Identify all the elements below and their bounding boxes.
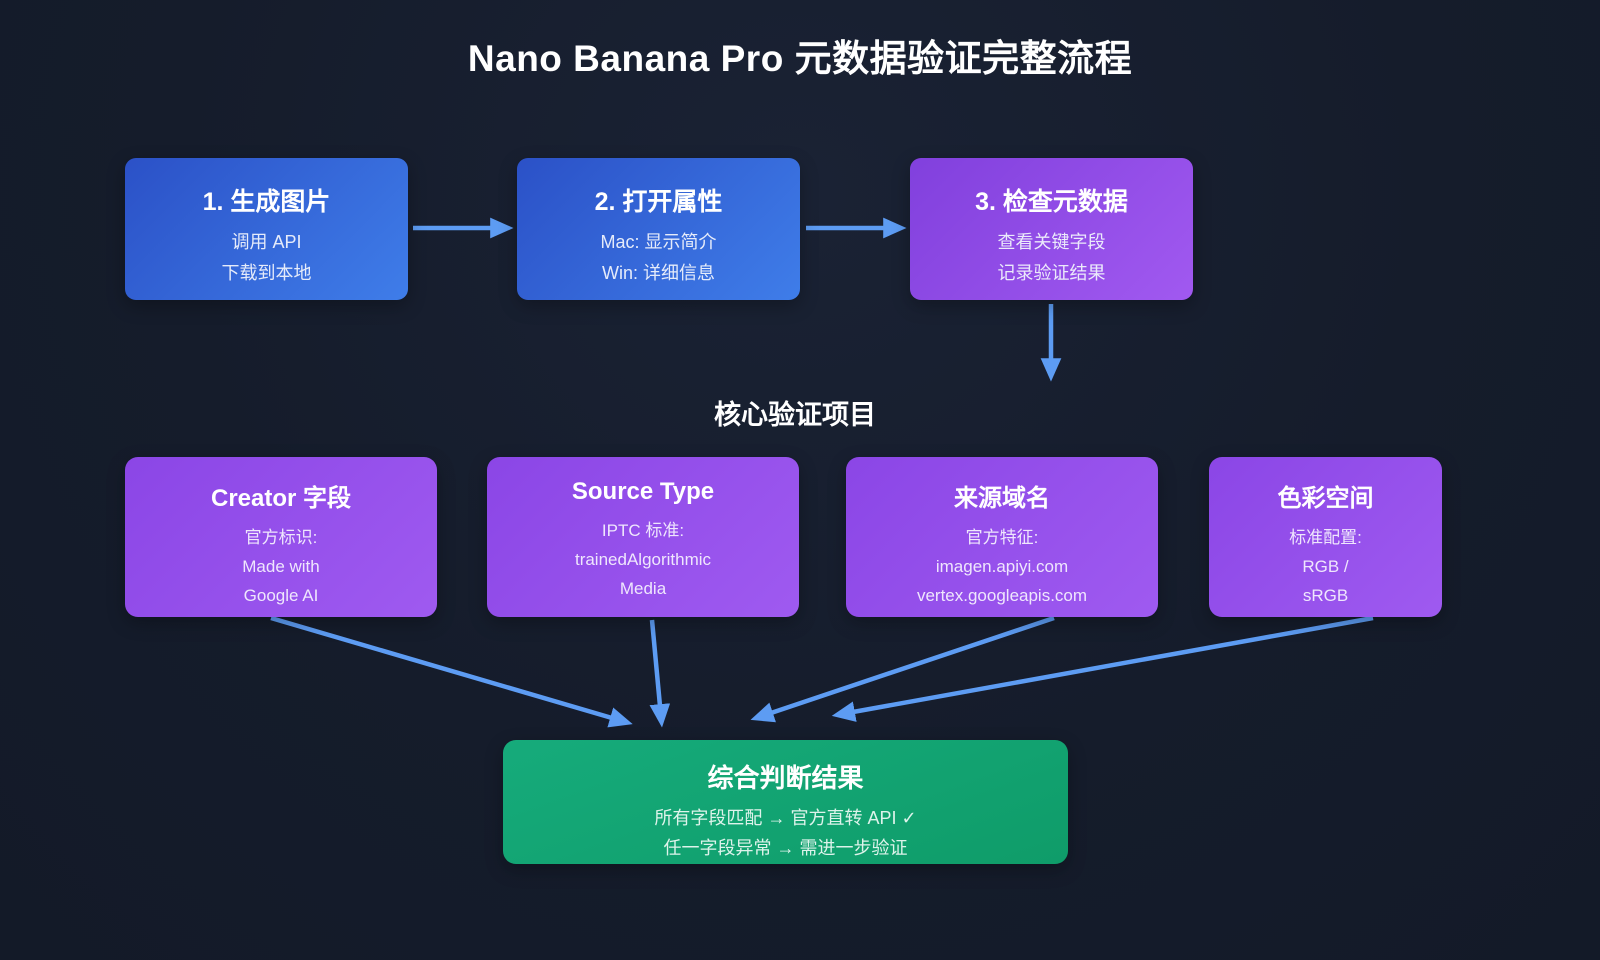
page-title: Nano Banana Pro 元数据验证完整流程: [467, 38, 1133, 79]
verify-line: vertex.googleapis.com: [916, 586, 1088, 605]
step-line: 查看关键字段: [997, 232, 1106, 252]
step-box-open-properties: 2. 打开属性 Mac: 显示简介 Win: 详细信息: [517, 158, 800, 300]
verify-title: 来源域名: [954, 485, 1050, 512]
step-title: 3. 检查元数据: [975, 188, 1128, 216]
verify-line: Google AI: [243, 586, 319, 605]
verify-box-source-domain: 来源域名 官方特征: imagen.apiyi.com vertex.googl…: [846, 457, 1158, 617]
arrow-sourcetype-to-result: [649, 619, 671, 728]
verify-title: Source Type: [571, 478, 715, 505]
result-box-final-judgement: 综合判断结果 所有字段匹配 → 官方直转 API ✓ 任一字段异常 → 需进一步…: [503, 740, 1068, 864]
verify-title: 色彩空间: [1277, 485, 1374, 512]
step-line: 下载到本地: [221, 263, 312, 283]
verify-line: Media: [619, 579, 667, 598]
result-line: 任一字段异常 → 需进一步验证: [663, 838, 908, 858]
arrow-colorspace-to-result: [831, 615, 1374, 722]
verify-line: 标准配置:: [1289, 528, 1362, 547]
verify-box-source-type: Source Type IPTC 标准: trainedAlgorithmic …: [487, 457, 799, 617]
step-title: 1. 生成图片: [202, 188, 331, 216]
verify-title: Creator 字段: [210, 485, 352, 512]
verify-line: 官方标识:: [244, 528, 318, 547]
arrow-creator-to-result: [270, 615, 633, 728]
verify-line: 官方特征:: [965, 528, 1039, 547]
verify-box-color-space: 色彩空间 标准配置: RGB / sRGB: [1209, 457, 1442, 617]
step-box-check-metadata: 3. 检查元数据 查看关键字段 记录验证结果: [910, 158, 1193, 300]
verify-line: trainedAlgorithmic: [574, 550, 712, 569]
section-title-core-verification: 核心验证项目: [714, 400, 876, 430]
step-line: 记录验证结果: [997, 263, 1106, 283]
verify-line: IPTC 标准:: [601, 521, 685, 540]
verify-line: sRGB: [1302, 586, 1349, 605]
verify-line: Made with: [242, 557, 320, 576]
result-line: 所有字段匹配 → 官方直转 API ✓: [654, 808, 917, 828]
verify-line: RGB /: [1302, 557, 1349, 576]
step-line: Win: 详细信息: [601, 263, 715, 283]
step-line: 调用 API: [231, 232, 302, 252]
verify-line: imagen.apiyi.com: [935, 557, 1069, 576]
step-line: Mac: 显示简介: [600, 232, 717, 252]
result-title: 综合判断结果: [707, 763, 864, 793]
verify-box-creator-field: Creator 字段 官方标识: Made with Google AI: [125, 457, 437, 617]
step-box-generate-image: 1. 生成图片 调用 API 下载到本地: [125, 158, 408, 300]
step-title: 2. 打开属性: [594, 188, 723, 216]
arrow-domain-to-result: [750, 615, 1055, 723]
